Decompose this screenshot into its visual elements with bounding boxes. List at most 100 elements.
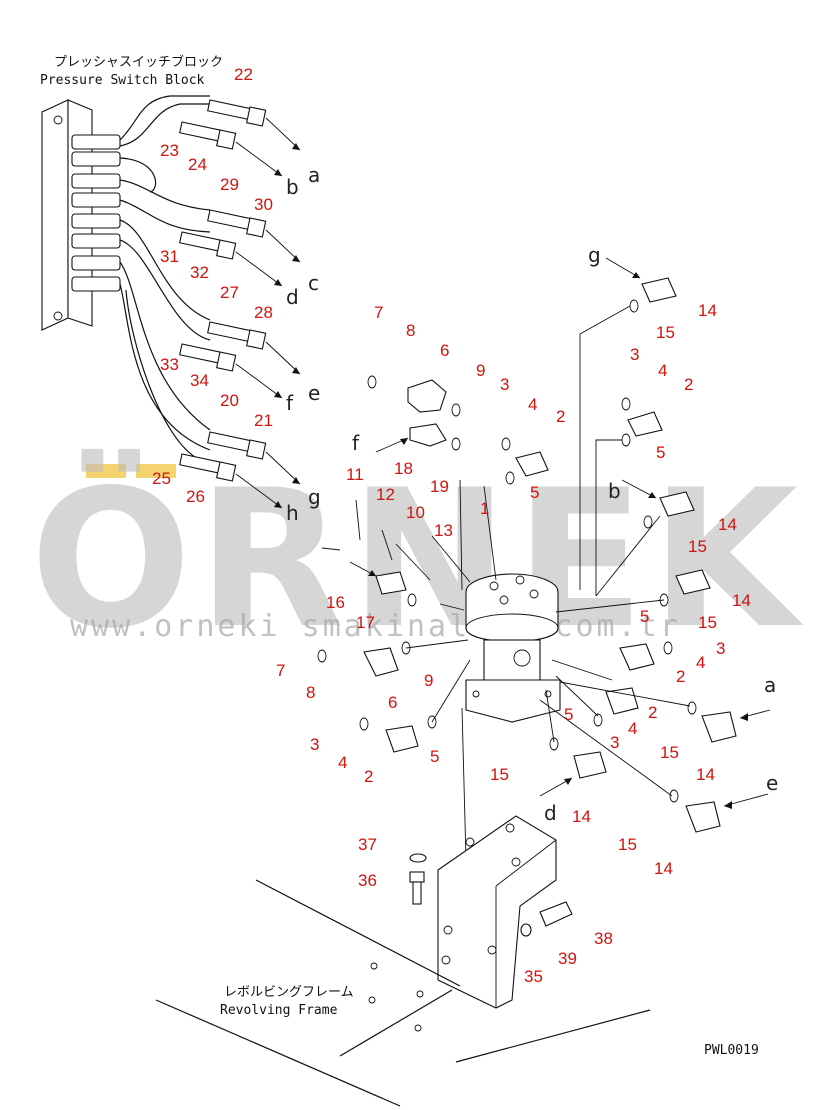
callout-14: 14 [718,515,737,534]
letter-c: c [308,271,319,295]
callout-31: 31 [160,247,179,266]
callout-17: 17 [356,613,375,632]
callout-27: 27 [220,283,239,302]
callout-3: 3 [310,735,319,754]
callout-24: 24 [188,155,207,174]
callout-13: 13 [434,521,453,540]
switch-fittings [71,134,121,292]
callout-30: 30 [254,195,273,214]
callout-9: 9 [424,671,433,690]
callout-34: 34 [190,371,209,390]
pressure-switch-label-en: Pressure Switch Block [40,73,205,88]
callout-11: 11 [346,465,364,484]
callout-39: 39 [558,949,577,968]
callout-29: 29 [220,175,239,194]
watermark-brand: ÖRNEK [30,448,804,670]
callout-32: 32 [190,263,209,282]
letter-b: b [286,175,299,199]
revolving-frame [155,879,651,1107]
revolving-frame-label-jp: レボルビングフレーム [224,985,354,1000]
letter-e: e [766,771,778,795]
callout-21: 21 [254,411,273,430]
callout-2: 2 [684,375,693,394]
callout-4: 4 [696,653,705,672]
callout-7: 7 [276,661,285,680]
callout-7: 7 [374,303,383,322]
callout-16: 16 [326,593,345,612]
letter-g: g [308,485,321,509]
callout-28: 28 [254,303,273,322]
callout-5: 5 [530,483,539,502]
callout-6: 6 [388,693,397,712]
flow-arrows [349,257,771,809]
callout-5: 5 [640,607,649,626]
watermark: ÖRNEK www.orneki smakinalari.com.tr [30,448,804,670]
callout-8: 8 [306,683,315,702]
callout-18: 18 [394,459,413,478]
callout-26: 26 [186,487,205,506]
callout-38: 38 [594,929,613,948]
letter-b: b [608,479,621,503]
callout-5: 5 [430,747,439,766]
callout-2: 2 [648,703,657,722]
callout-9: 9 [476,361,485,380]
leader-lines [321,305,691,861]
letter-d: d [286,285,299,309]
callout-4: 4 [628,719,637,738]
callout-15: 15 [698,613,717,632]
callout-2: 2 [556,407,565,426]
watermark-accent-bar [136,464,176,478]
callout-22: 22 [234,65,253,84]
callout-36: 36 [358,871,377,890]
callout-3: 3 [610,733,619,752]
callout-1: 1 [480,499,489,518]
callout-12: 12 [376,485,395,504]
callout-5: 5 [564,705,573,724]
callout-numbers: 22 23 24 29 30 31 32 27 28 33 34 20 21 2… [152,65,751,986]
callout-3: 3 [500,375,509,394]
callout-15: 15 [660,743,679,762]
letter-f: f [286,391,294,415]
callout-2: 2 [676,667,685,686]
pressure-switch-block [41,99,121,331]
hoses [119,95,211,461]
callout-14: 14 [698,301,717,320]
callout-4: 4 [338,753,347,772]
callout-14: 14 [572,807,591,826]
callout-14: 14 [732,591,751,610]
callout-14: 14 [696,765,715,784]
callout-4: 4 [528,395,537,414]
callout-10: 10 [406,503,425,522]
letter-d: d [544,801,557,825]
letter-a: a [764,673,776,697]
watermark-url: www.orneki smakinalari.com.tr [70,609,681,644]
callout-8: 8 [406,321,415,340]
callout-25: 25 [152,469,171,488]
callout-15: 15 [618,835,637,854]
fittings [317,277,737,833]
callout-3: 3 [716,639,725,658]
callout-23: 23 [160,141,179,160]
callout-20: 20 [220,391,239,410]
pressure-switch-label-jp: プレッシャスイッチブロック [54,54,223,70]
watermark-accent-bar [86,464,126,478]
callout-2: 2 [364,767,373,786]
callout-35: 35 [524,967,543,986]
letter-a: a [308,163,320,187]
callout-5: 5 [656,443,665,462]
letter-g: g [588,243,601,267]
swivel-joint-block [465,573,561,723]
connection-letters: a b c d e f g h g f b a e d [286,163,778,825]
letter-e: e [308,381,320,405]
hose-ends [179,99,301,509]
callout-6: 6 [440,341,449,360]
callout-4: 4 [658,361,667,380]
drawing-code: PWL0019 [704,1043,759,1058]
revolving-frame-label-en: Revolving Frame [220,1003,338,1018]
letter-f: f [352,431,360,455]
letter-h: h [286,501,299,525]
callout-37: 37 [358,835,377,854]
callout-3: 3 [630,345,639,364]
mounting-bracket [437,815,557,1009]
